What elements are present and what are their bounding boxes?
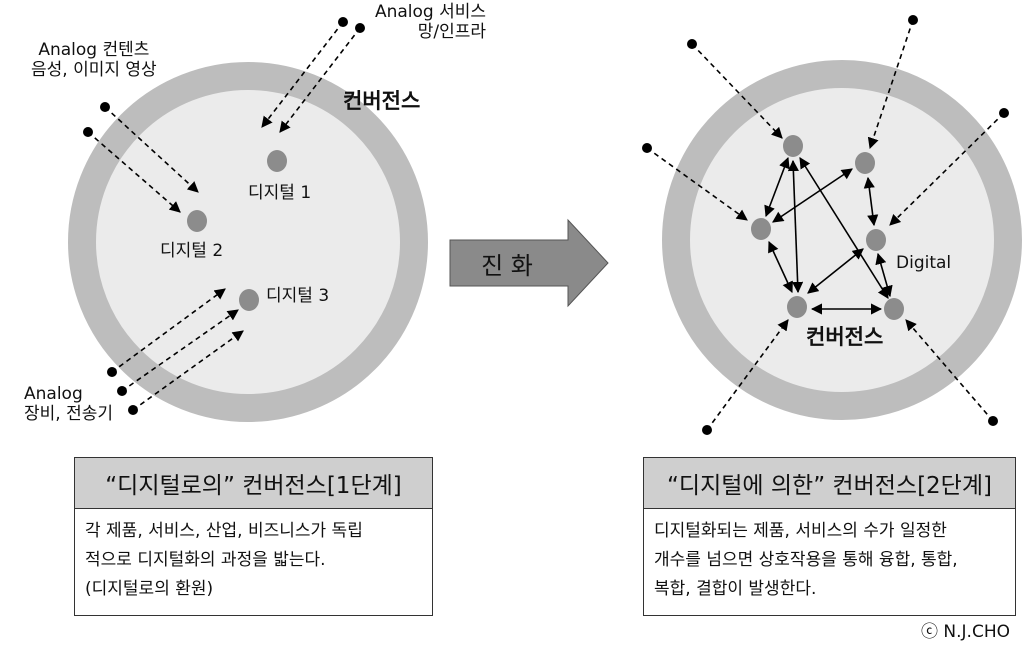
right-ring (662, 60, 1022, 420)
left-source-dots (83, 17, 365, 415)
left-analog-arrows (87, 21, 361, 411)
stage-2-title: “디지털에 의한” 컨버전스[2단계] (644, 458, 1015, 509)
stage-1-title: “디지털로의” 컨버전스[1단계] (75, 458, 432, 509)
right-convergence-label: 컨버전스 (806, 325, 884, 349)
analog-equipment-label: Analog 장비, 전송기 (24, 384, 114, 424)
left-convergence-label: 컨버전스 (343, 89, 421, 113)
right-source-dots (642, 15, 1009, 435)
digital-label: Digital (896, 253, 952, 273)
stage-2-description: 디지털화되는 제품, 서비스의 수가 일정한 개수를 넘으면 상호작용을 통해 … (654, 521, 958, 599)
left-ring (68, 62, 428, 422)
stage-1-description: 각 제품, 서비스, 산업, 비즈니스가 독립 적으로 디지털화의 과정을 밟는… (85, 521, 363, 599)
right-node-a (783, 135, 803, 157)
copyright: ⓒ N.J.CHO (921, 622, 1010, 642)
node-digital-2 (187, 210, 207, 232)
stage-2-box: “디지털에 의한” 컨버전스[2단계] 디지털화되는 제품, 서비스의 수가 일… (643, 457, 1016, 616)
digital-3-label: 디지털 3 (266, 286, 330, 306)
node-digital-1 (267, 150, 287, 172)
digital-2-label: 디지털 2 (160, 241, 224, 261)
digital-1-label: 디지털 1 (248, 183, 312, 203)
node-digital-3 (239, 289, 259, 311)
right-node-e (787, 296, 807, 318)
analog-service-label: Analog 서비스 망/인프라 (374, 2, 486, 42)
stage-1-box: “디지털로의” 컨버전스[1단계] 각 제품, 서비스, 산업, 비즈니스가 독… (74, 457, 433, 616)
right-interconnections (764, 156, 893, 315)
right-incoming-arrows (646, 19, 1005, 431)
right-node-f (884, 298, 904, 320)
right-node-c (751, 218, 771, 240)
evolution-arrow (449, 218, 609, 308)
analog-content-label: Analog 컨텐츠 음성, 이미지 영상 (31, 40, 157, 80)
evolution-label: 진 화 (481, 251, 533, 280)
right-node-b (855, 152, 875, 174)
right-node-d (866, 229, 886, 251)
